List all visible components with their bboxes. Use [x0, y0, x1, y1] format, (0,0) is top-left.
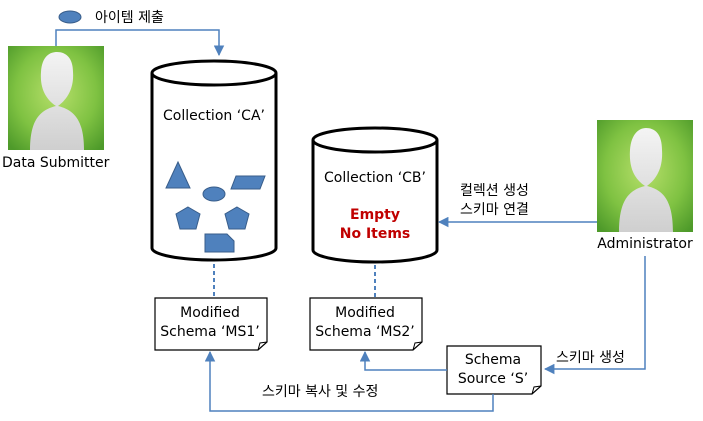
- schema-ms2-document: [309, 297, 423, 351]
- create-schema-arrow: [543, 256, 646, 375]
- pentagon-item-shape-2: [224, 206, 250, 230]
- source-to-ms2-arrow: [359, 350, 447, 371]
- schema-ms1-line2: Schema ‘MS1’: [160, 324, 260, 340]
- collection-ca-label: Collection ‘CA’: [163, 108, 265, 124]
- data-submitter-label: Data Submitter: [2, 155, 110, 171]
- schema-ms2-line1: Modified: [335, 305, 395, 321]
- copy-modify-schema-label: 스키마 복사 및 수정: [262, 384, 378, 400]
- schema-ms2-line2: Schema ‘MS2’: [315, 324, 415, 340]
- data-submitter-avatar: [8, 46, 104, 150]
- collection-cb-label: Collection ‘CB’: [324, 170, 426, 186]
- schema-ms1-line1: Modified: [180, 305, 240, 321]
- collection-cb-cylinder: [311, 126, 439, 264]
- item-ellipse-icon: [58, 10, 82, 24]
- parallelogram-item-shape: [230, 175, 266, 190]
- create-schema-label: 스키마 생성: [556, 350, 625, 366]
- pentagon-item-shape-1: [175, 206, 201, 230]
- create-collection-label-line1: 컬렉션 생성: [460, 183, 529, 199]
- submit-arrow: [55, 29, 225, 57]
- administrator-label: Administrator: [597, 236, 693, 252]
- administrator-avatar: [597, 120, 693, 232]
- schema-ms1-document: [154, 297, 268, 351]
- submit-item-label: 아이템 제출: [95, 10, 164, 26]
- schema-source-document: [446, 345, 542, 395]
- collection-cb-empty-line2: No Items: [340, 226, 411, 242]
- create-collection-label-line2: 스키마 연결: [460, 202, 529, 218]
- ellipse-item-shape: [202, 186, 226, 202]
- schema-source-line2: Source ‘S’: [458, 371, 528, 387]
- collection-ca-cylinder: [150, 59, 278, 262]
- schema-source-line1: Schema: [465, 352, 521, 368]
- folded-item-shape: [204, 233, 235, 253]
- collection-cb-empty-line1: Empty: [350, 207, 400, 223]
- triangle-item-shape: [165, 160, 191, 189]
- source-to-ms1-arrow: [204, 350, 494, 412]
